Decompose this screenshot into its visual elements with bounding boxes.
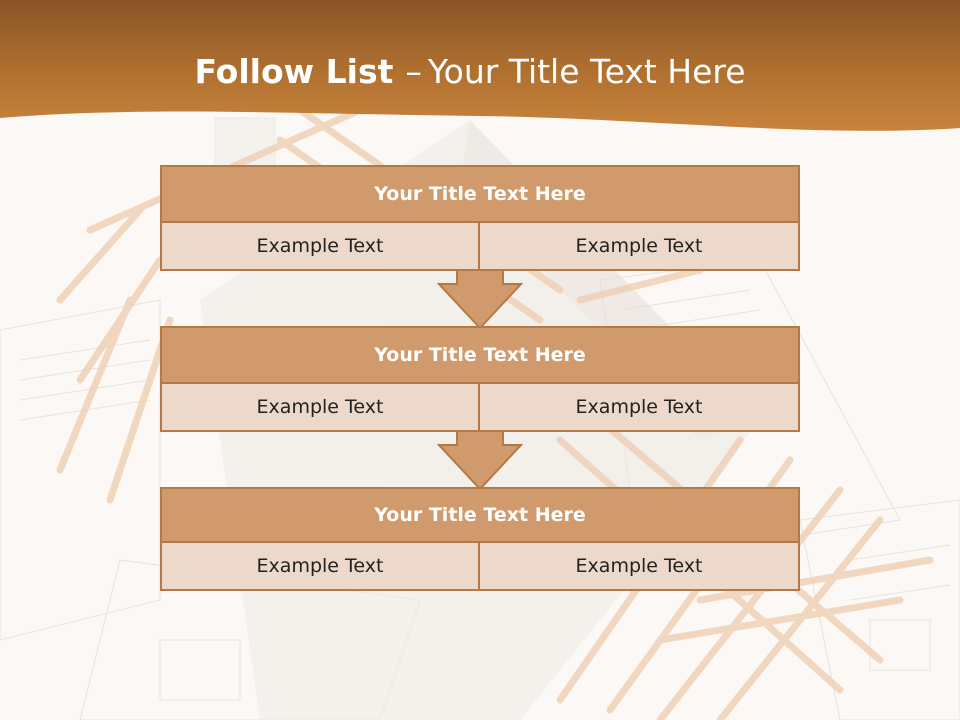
block-title: Your Title Text Here bbox=[160, 326, 800, 384]
block-title: Your Title Text Here bbox=[160, 487, 800, 543]
block-cell-left: Example Text bbox=[160, 223, 480, 271]
down-arrow-icon bbox=[437, 270, 523, 330]
slide-title-rest: Your Title Text Here bbox=[427, 52, 746, 91]
slide-title-separator: – bbox=[405, 52, 422, 91]
list-block-2: Your Title Text Here Example Text Exampl… bbox=[160, 326, 800, 432]
block-cell-right: Example Text bbox=[480, 384, 800, 432]
down-arrow-icon bbox=[437, 431, 523, 491]
list-block-1: Your Title Text Here Example Text Exampl… bbox=[160, 165, 800, 271]
header-banner bbox=[0, 0, 960, 131]
slide-title-bold: Follow List bbox=[194, 52, 394, 91]
block-cell-right: Example Text bbox=[480, 543, 800, 591]
block-title: Your Title Text Here bbox=[160, 165, 800, 223]
block-cell-left: Example Text bbox=[160, 384, 480, 432]
list-block-3: Your Title Text Here Example Text Exampl… bbox=[160, 487, 800, 593]
block-cell-right: Example Text bbox=[480, 223, 800, 271]
slide-title: Follow List–Your Title Text Here bbox=[0, 52, 940, 91]
block-cell-left: Example Text bbox=[160, 543, 480, 591]
